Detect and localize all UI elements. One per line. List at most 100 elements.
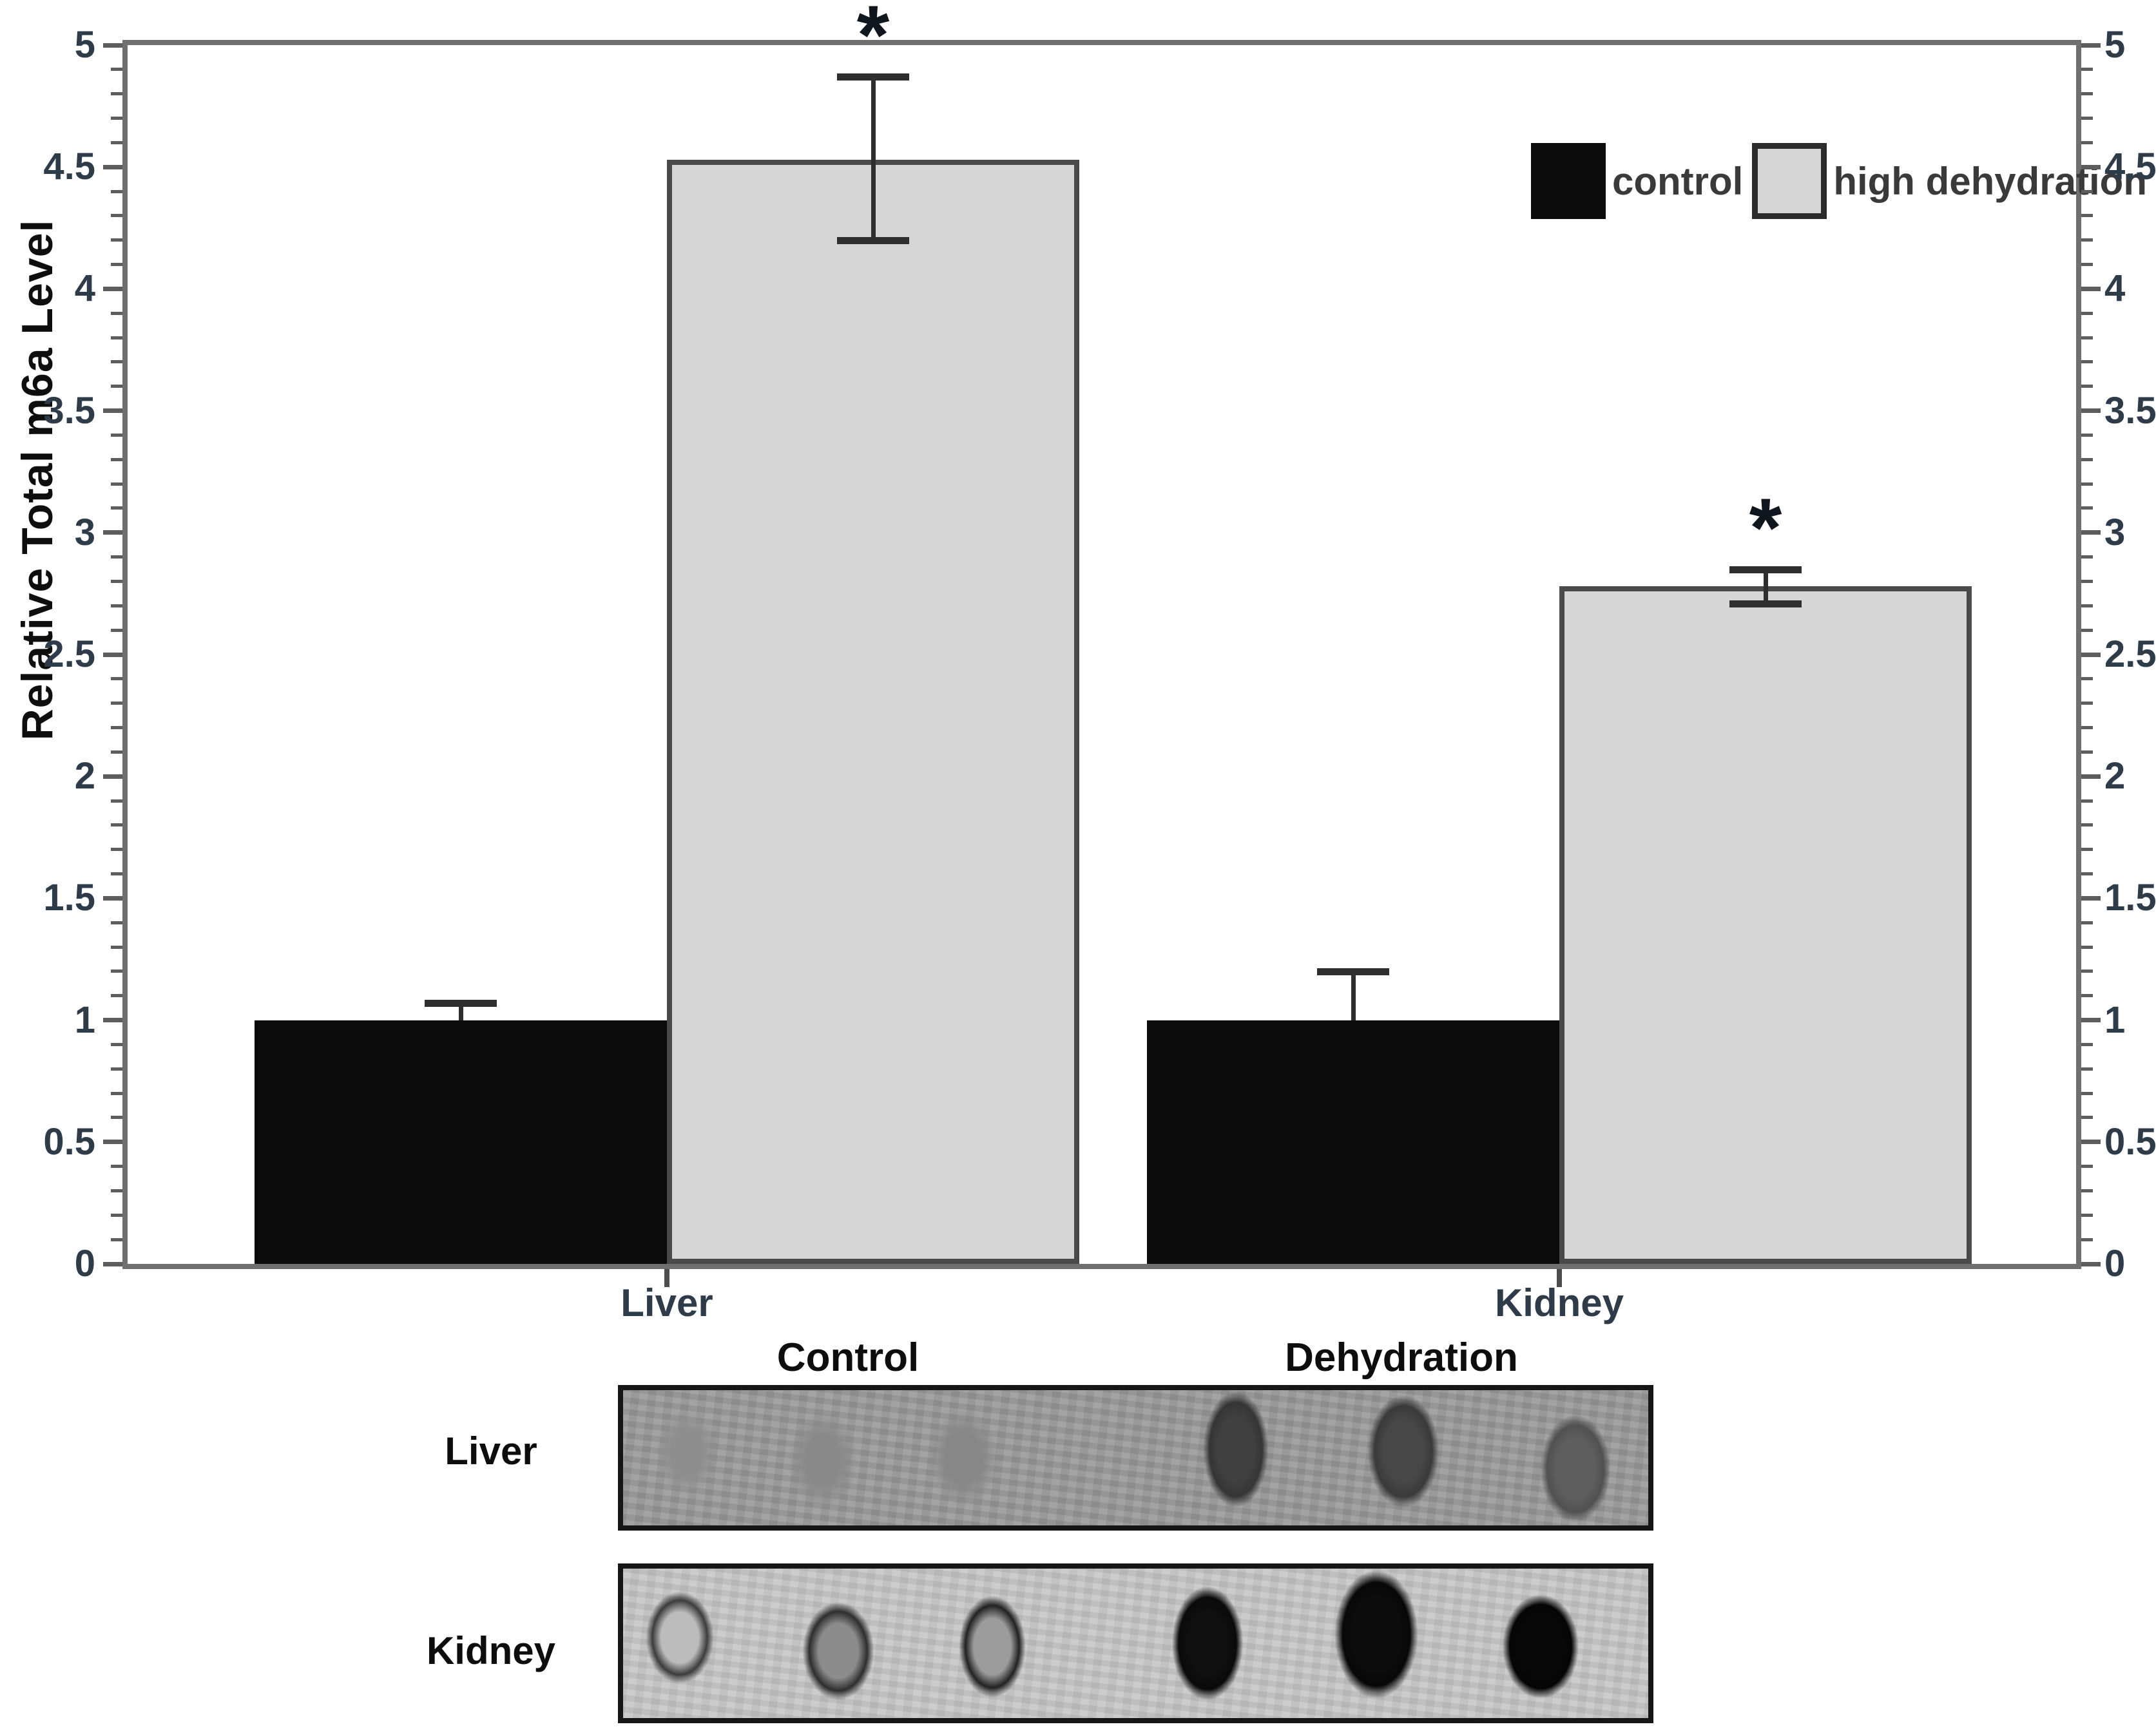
- y-minor-tick-left: [111, 311, 122, 315]
- y-minor-tick-left: [111, 1237, 122, 1241]
- error-bar-cap-bottom: [1729, 600, 1802, 607]
- x-category-tick: [1557, 1269, 1562, 1287]
- y-minor-tick-left: [111, 457, 122, 461]
- y-major-tick-right: [2081, 43, 2101, 48]
- y-minor-tick-right: [2081, 506, 2093, 510]
- bar-control-kidney: [1147, 1020, 1559, 1264]
- y-tick-label-right: 0: [2104, 1243, 2126, 1285]
- y-minor-tick-left: [111, 1116, 122, 1120]
- y-major-tick-left: [103, 1261, 122, 1266]
- error-bar-line: [1763, 569, 1768, 604]
- error-bar-line: [871, 77, 876, 240]
- y-major-tick-left: [103, 774, 122, 779]
- y-major-tick-left: [103, 652, 122, 657]
- y-major-tick-right: [2081, 774, 2101, 779]
- y-tick-label-right: 5: [2104, 24, 2126, 66]
- blot-dot-liver-6: [1538, 1411, 1613, 1525]
- y-minor-tick-right: [2081, 311, 2093, 315]
- y-tick-label-right: 2: [2104, 755, 2126, 798]
- y-minor-tick-left: [111, 506, 122, 510]
- y-minor-tick-left: [111, 1091, 122, 1095]
- y-minor-tick-right: [2081, 1189, 2093, 1192]
- y-major-tick-right: [2081, 1140, 2101, 1145]
- y-minor-tick-right: [2081, 555, 2093, 559]
- y-minor-tick-left: [111, 140, 122, 144]
- y-minor-tick-right: [2081, 1237, 2093, 1241]
- y-minor-tick-right: [2081, 1116, 2093, 1120]
- bar-control-liver: [255, 1020, 667, 1264]
- y-tick-label-right: 0.5: [2104, 1120, 2156, 1163]
- y-tick-label-left: 2: [74, 755, 95, 798]
- y-minor-tick-right: [2081, 1067, 2093, 1071]
- y-minor-tick-left: [111, 970, 122, 973]
- error-bar-cap-top: [837, 73, 909, 81]
- blot-dot-kidney-4: [1169, 1583, 1246, 1704]
- y-minor-tick-left: [111, 921, 122, 924]
- blot-strip-kidney: [618, 1563, 1653, 1723]
- y-minor-tick-left: [111, 848, 122, 852]
- y-minor-tick-left: [111, 214, 122, 218]
- error-bar-cap-top: [1729, 566, 1802, 573]
- error-bar-cap-top: [425, 1000, 497, 1008]
- bar-high-dehydration-liver: [667, 159, 1079, 1264]
- error-bar-line: [1351, 971, 1356, 1020]
- blot-row-label-kidney: Kidney: [426, 1629, 556, 1672]
- y-minor-tick-right: [2081, 336, 2093, 339]
- y-minor-tick-left: [111, 799, 122, 803]
- y-minor-tick-left: [111, 628, 122, 632]
- y-major-tick-left: [103, 43, 122, 48]
- y-major-tick-left: [103, 895, 122, 901]
- y-minor-tick-right: [2081, 1165, 2093, 1169]
- y-minor-tick-left: [111, 68, 122, 72]
- y-minor-tick-left: [111, 994, 122, 998]
- bar-high-dehydration-kidney: [1559, 586, 1972, 1264]
- y-tick-label-left: 0.5: [43, 1120, 95, 1163]
- y-major-tick-right: [2081, 1018, 2101, 1023]
- error-bar-line: [458, 1003, 463, 1020]
- blot-dot-liver-5: [1365, 1391, 1441, 1511]
- blot-texture: [623, 1569, 1648, 1718]
- y-minor-tick-right: [2081, 970, 2093, 973]
- y-minor-tick-right: [2081, 68, 2093, 72]
- y-minor-tick-left: [111, 360, 122, 364]
- y-tick-label-right: 4: [2104, 267, 2126, 310]
- blot-row-label-liver: Liver: [445, 1429, 537, 1473]
- y-minor-tick-left: [111, 555, 122, 559]
- y-minor-tick-right: [2081, 921, 2093, 924]
- y-minor-tick-left: [111, 385, 122, 388]
- y-minor-tick-right: [2081, 457, 2093, 461]
- y-tick-label-right: 2.5: [2104, 633, 2156, 675]
- blot-dot-kidney-3: [956, 1592, 1028, 1701]
- y-minor-tick-right: [2081, 1213, 2093, 1217]
- y-tick-label-left: 3: [74, 511, 95, 553]
- y-minor-tick-right: [2081, 823, 2093, 827]
- y-minor-tick-right: [2081, 872, 2093, 876]
- y-minor-tick-left: [111, 750, 122, 754]
- y-minor-tick-right: [2081, 140, 2093, 144]
- y-major-tick-right: [2081, 1261, 2101, 1266]
- blot-dot-liver-3: [924, 1402, 1003, 1513]
- y-minor-tick-right: [2081, 92, 2093, 96]
- x-category-label-kidney: Kidney: [1494, 1281, 1624, 1324]
- y-minor-tick-right: [2081, 799, 2093, 803]
- y-major-tick-left: [103, 286, 122, 291]
- error-bar-cap-bottom: [837, 236, 909, 244]
- y-major-tick-right: [2081, 895, 2101, 901]
- blot-strip-liver: [618, 1385, 1653, 1531]
- y-minor-tick-right: [2081, 579, 2093, 583]
- y-tick-label-left: 3.5: [43, 389, 95, 432]
- y-major-tick-left: [103, 408, 122, 414]
- y-minor-tick-left: [111, 433, 122, 437]
- y-minor-tick-right: [2081, 628, 2093, 632]
- y-tick-label-left: 1: [74, 998, 95, 1041]
- y-minor-tick-left: [111, 117, 122, 120]
- y-minor-tick-right: [2081, 238, 2093, 242]
- x-category-tick: [664, 1269, 669, 1287]
- y-minor-tick-left: [111, 1213, 122, 1217]
- y-major-tick-right: [2081, 408, 2101, 414]
- y-minor-tick-right: [2081, 604, 2093, 607]
- plot-inner: **: [128, 0, 2076, 1264]
- y-minor-tick-left: [111, 702, 122, 705]
